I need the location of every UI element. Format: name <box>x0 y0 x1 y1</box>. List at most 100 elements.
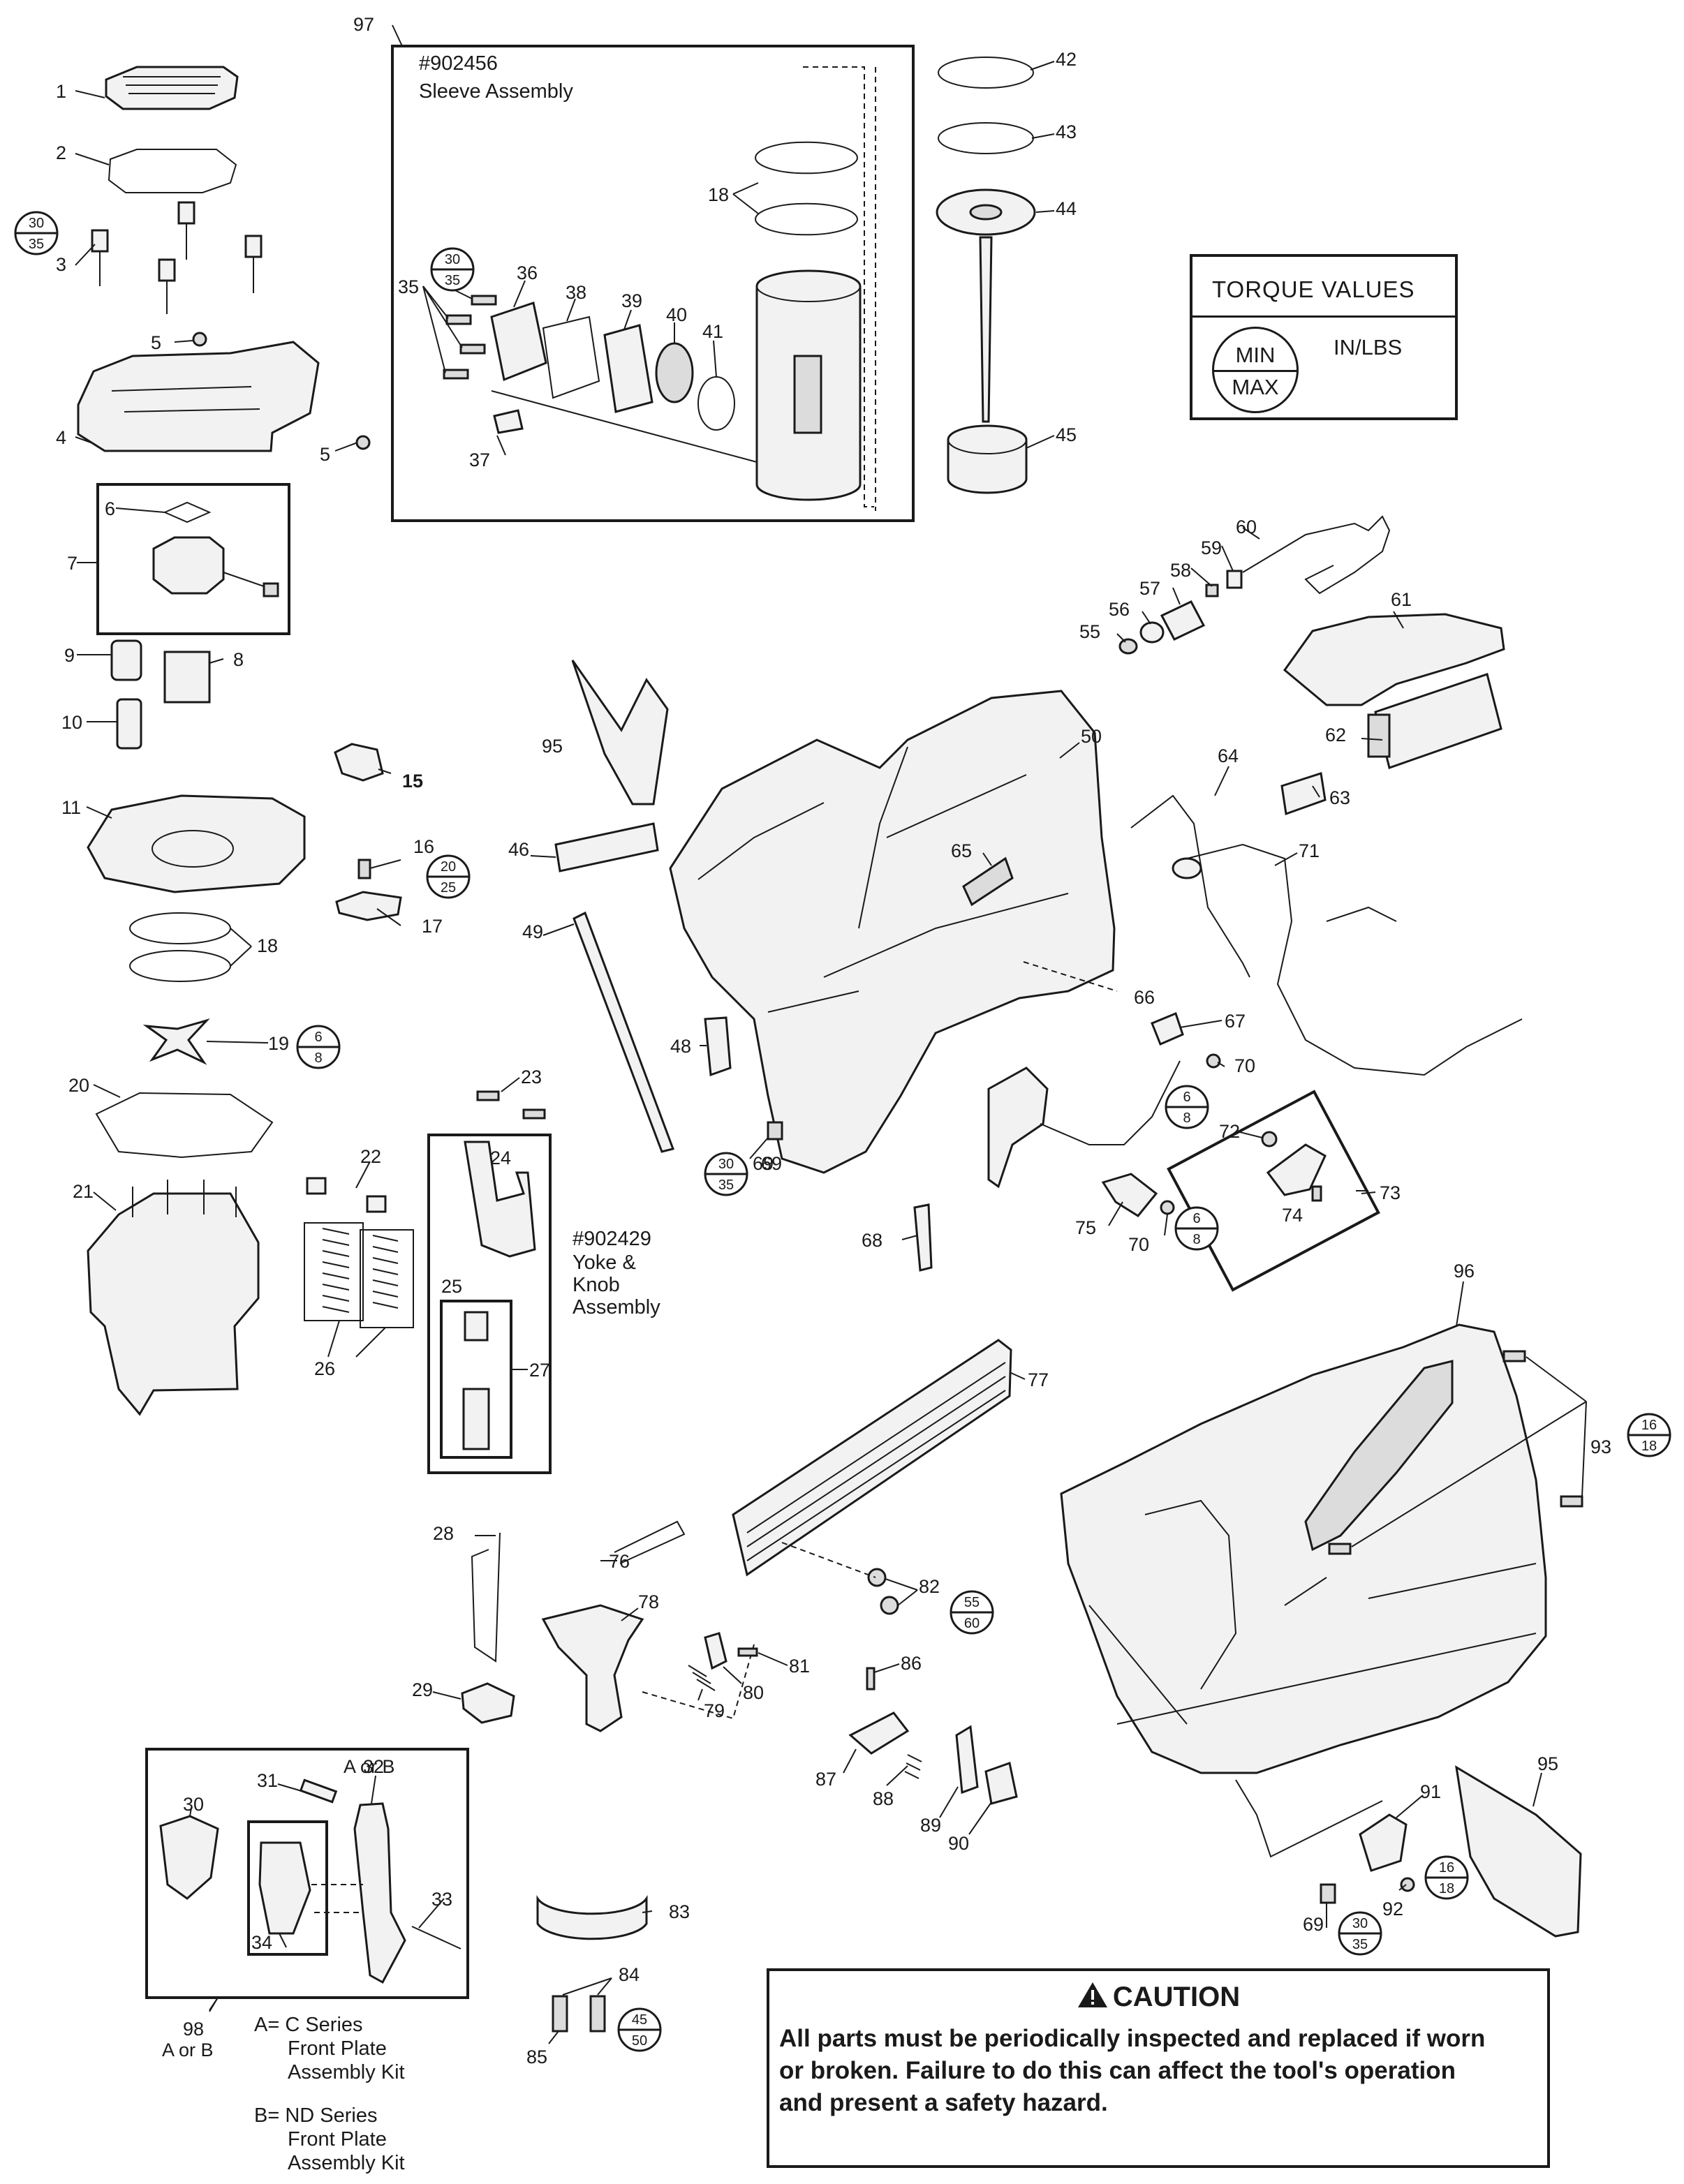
part-67-switch <box>1151 1012 1184 1046</box>
sleeve-screws <box>443 295 497 380</box>
callout-46: 46 <box>508 839 529 860</box>
callout-85: 85 <box>526 2046 547 2067</box>
caution-title: CAUTION <box>769 1981 1547 2013</box>
part-20-gasket <box>95 1092 274 1159</box>
torque-badge: 16 18 <box>1627 1413 1671 1457</box>
svg-text:16: 16 <box>1439 1860 1454 1875</box>
part-22-nut <box>306 1177 327 1195</box>
part-11-housing <box>87 794 306 893</box>
callout-66: 66 <box>1134 987 1155 1008</box>
svg-text:55: 55 <box>964 1595 980 1610</box>
callout-71: 71 <box>1299 840 1320 861</box>
part-45-bumper <box>947 424 1028 494</box>
part-89-lever <box>955 1725 979 1795</box>
callout-50: 50 <box>1081 726 1102 747</box>
part-49-rail <box>573 911 674 1153</box>
svg-text:35: 35 <box>1352 1937 1368 1952</box>
part-48-insert <box>704 1016 732 1077</box>
part-91-latch <box>1359 1813 1408 1872</box>
callout-49: 49 <box>522 921 543 942</box>
part-32-plate <box>353 1802 406 1984</box>
front-plate-label-top: A or B <box>344 1756 395 1777</box>
callout-24: 24 <box>490 1147 511 1168</box>
sleeve-assembly-box <box>391 45 915 522</box>
callout-6: 6 <box>105 498 115 519</box>
caution-line-1: All parts must be periodically inspected… <box>779 2025 1486 2052</box>
front-plate-a-1: A= C Series <box>254 2014 363 2036</box>
callout-67: 67 <box>1225 1011 1246 1032</box>
part-10-fitting <box>116 698 142 750</box>
part-38-gasket <box>542 315 600 399</box>
callout-61: 61 <box>1391 589 1412 610</box>
callout-43: 43 <box>1056 121 1077 142</box>
callout-32: 32 <box>363 1756 384 1777</box>
callout-70: 70 <box>1128 1234 1149 1255</box>
svg-text:6: 6 <box>314 1030 322 1045</box>
callout-4: 4 <box>56 427 66 448</box>
callout-93: 93 <box>1590 1436 1611 1457</box>
part-46-strip <box>554 822 659 872</box>
callout-25: 25 <box>441 1276 462 1297</box>
item-7-box <box>96 483 290 635</box>
torque-badge: 20 25 <box>426 854 471 899</box>
callout-55: 55 <box>1079 621 1100 642</box>
part-75-bracket <box>1101 1173 1158 1217</box>
callout-44: 44 <box>1056 198 1077 219</box>
callout-69: 69 <box>753 1153 774 1174</box>
torque-badge: 45 50 <box>617 2007 662 2052</box>
callout-10: 10 <box>61 712 82 733</box>
yoke-line2: Knob <box>573 1274 620 1296</box>
callout-15: 15 <box>402 771 423 792</box>
svg-text:30: 30 <box>29 216 44 231</box>
svg-text:35: 35 <box>445 273 460 288</box>
part-contact-actuator <box>987 1067 1049 1189</box>
svg-text:25: 25 <box>441 880 456 896</box>
callout-19: 19 <box>268 1033 289 1054</box>
callout-20: 20 <box>68 1075 89 1096</box>
callout-70: 70 <box>1234 1055 1255 1076</box>
yoke-line3: Assembly <box>573 1296 660 1318</box>
part-41-oring <box>697 376 735 431</box>
part-2-gasket <box>108 149 237 193</box>
callout-77: 77 <box>1028 1369 1049 1390</box>
callout-41: 41 <box>702 321 723 342</box>
yoke-line1: Yoke & <box>573 1251 636 1274</box>
part-50-housing <box>669 690 1116 1174</box>
callout-22: 22 <box>360 1146 381 1167</box>
callout-68: 68 <box>862 1230 882 1251</box>
part-80-latch <box>704 1632 727 1670</box>
callout-5: 5 <box>151 332 161 353</box>
callout-28: 28 <box>433 1523 454 1544</box>
callout-35: 35 <box>398 276 419 297</box>
svg-text:60: 60 <box>964 1616 980 1631</box>
torque-badge: 30 35 <box>704 1152 748 1196</box>
callout-69: 69 <box>761 1153 782 1174</box>
callout-38: 38 <box>566 282 586 303</box>
svg-text:20: 20 <box>441 859 456 875</box>
torque-badge: 6 8 <box>1174 1206 1219 1251</box>
part-40-filter <box>655 342 694 403</box>
part-15 <box>334 743 384 782</box>
part-8-sleeve <box>163 651 211 704</box>
callout-78: 78 <box>638 1591 659 1612</box>
warning-triangle-icon <box>1077 1982 1107 2007</box>
callout-7: 7 <box>67 553 77 574</box>
callout-73: 73 <box>1380 1182 1401 1203</box>
part-68-pin <box>913 1203 933 1272</box>
svg-text:16: 16 <box>1641 1418 1657 1433</box>
part-95-wedge <box>571 660 669 805</box>
torque-values-legend: TORQUE VALUES MIN MAX IN/LBS <box>1190 254 1458 420</box>
callout-36: 36 <box>517 262 538 283</box>
callout-8: 8 <box>233 649 244 670</box>
callout-95: 95 <box>1537 1753 1558 1774</box>
part-18-oring <box>129 912 231 944</box>
front-plate-b-2: Front Plate <box>288 2128 387 2150</box>
part-26-spring <box>322 1228 350 1313</box>
callout-95: 95 <box>542 736 563 757</box>
torque-badge: 6 8 <box>1165 1085 1209 1129</box>
part-22-nut-2 <box>366 1195 387 1213</box>
callout-30: 30 <box>183 1794 204 1815</box>
torque-badge: 6 8 <box>296 1025 341 1069</box>
svg-text:45: 45 <box>632 2012 647 2028</box>
torque-legend-min: MIN <box>1235 343 1276 367</box>
